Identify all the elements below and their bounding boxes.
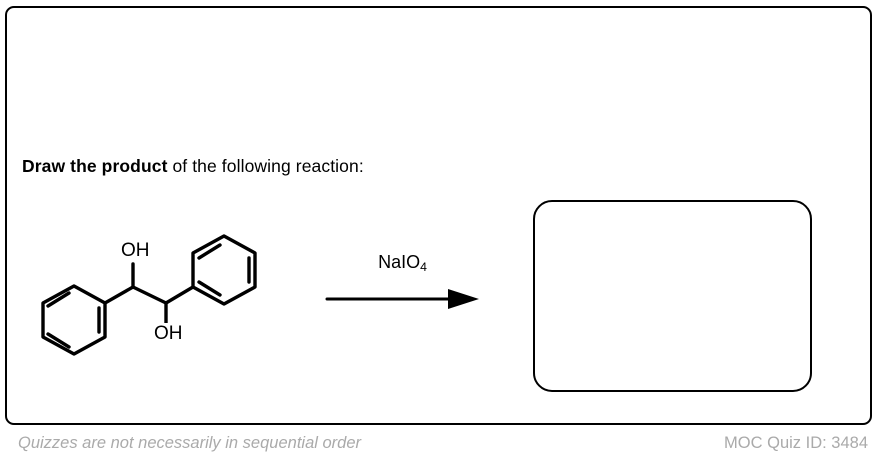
question-prompt: Draw the product of the following reacti… [22, 156, 364, 177]
question-prompt-bold: Draw the product [22, 156, 168, 176]
answer-drawing-box[interactable] [533, 200, 812, 392]
footer-note: Quizzes are not necessarily in sequentia… [18, 434, 362, 452]
hydroxyl-label-bottom: OH [153, 323, 184, 345]
reagent-formula-subscript: 4 [420, 260, 427, 275]
reagent-formula: NaIO [378, 252, 421, 272]
question-prompt-normal: of the following reaction: [167, 156, 364, 176]
footer-quiz-id: MOC Quiz ID: 3484 [724, 434, 868, 452]
hydroxyl-label-top: OH [120, 240, 151, 262]
reagent-label: NaIO4 [327, 252, 478, 275]
